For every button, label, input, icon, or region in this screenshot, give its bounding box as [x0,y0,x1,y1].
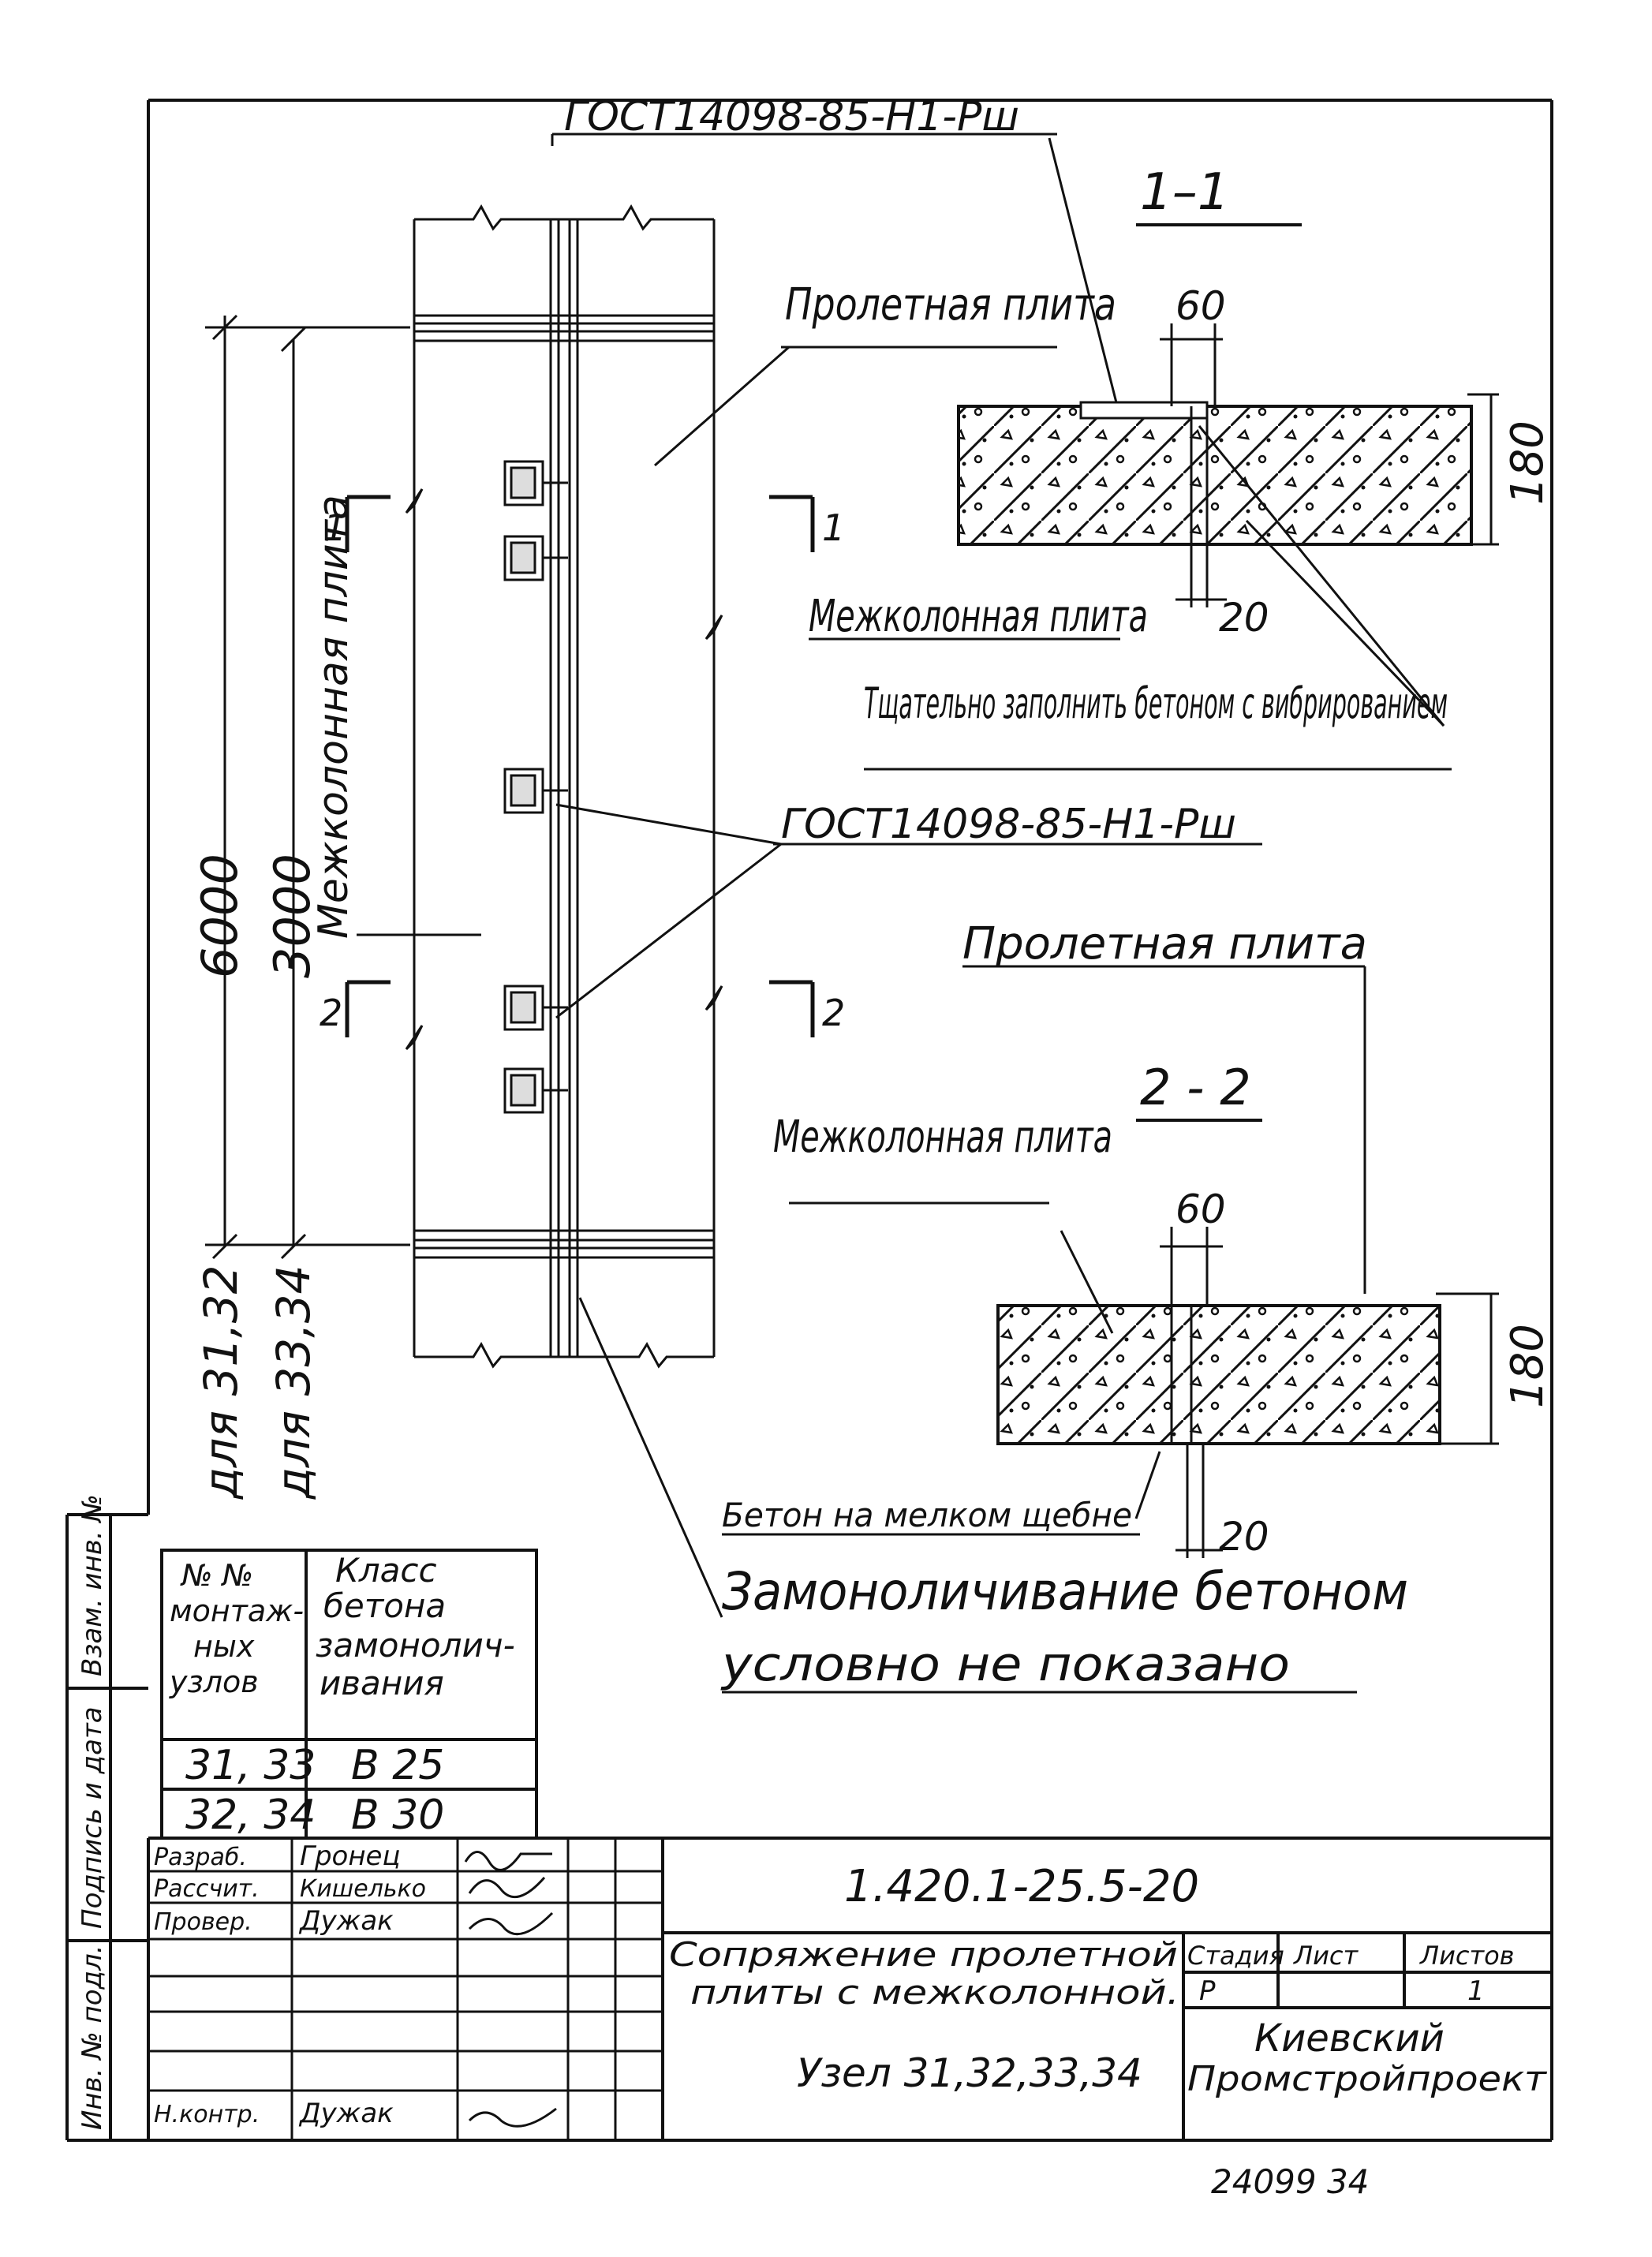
tb-role-3: Провер. [154,1908,252,1936]
class-table-header-class: Класс бетона замонолич- ивания [316,1551,525,1702]
section-1-joint: 20 [1219,595,1269,641]
tb-role-4: Н.контр. [154,2101,260,2128]
class-table-row1-class: В 25 [351,1742,444,1789]
section-mark-1-right: 1 [822,506,845,549]
leader-lines [551,133,1366,1294]
monolith-note-line2: условно не показано [720,1637,1290,1692]
class-table-header-nodes: № № монтаж- ных узлов [169,1558,313,1699]
tb-sheets-value: 1 [1467,1975,1485,2007]
section-mark-1-left: 1 [323,506,346,549]
signatures [464,1851,557,2128]
tb-role-2: Рассчит. [154,1875,260,1903]
side-stamp-inv-replace: Взам. инв. № [77,1494,108,1676]
tb-org-line1: Киевский [1254,2016,1445,2061]
dimension-lines [205,314,481,1260]
dim-3000: 3000 [263,854,321,978]
tb-code: 1.420.1-25.5-20 [844,1861,1199,1912]
section-2-drawing [789,1201,1499,1558]
section-2-width: 60 [1175,1186,1226,1232]
tb-name-2: Кишелько [300,1875,426,1903]
fill-note: Тщательно заполнить бетоном с вибрирован… [864,678,1448,728]
monolith-leader [578,1297,723,1618]
for-33-34: для 33,34 [267,1265,320,1500]
for-31-32: для 31,32 [194,1265,248,1500]
plan-intercolumn-slab: Межколонная плита [310,495,357,939]
archive-number: 24099 34 [1211,2162,1369,2201]
section-2-joint: 20 [1219,1514,1269,1560]
tb-stage-label: Стадия [1187,1941,1284,1971]
tb-role-1: Разраб. [154,1844,247,1871]
section-2-depth: 180 [1502,1324,1553,1408]
dim-6000: 6000 [191,854,249,978]
side-stamp-sign-date: Подпись и дата [77,1706,108,1929]
monolith-note-line1: Замоноличивание бетоном [722,1561,1408,1622]
fine-gravel-label: Бетон на мелком щебне [722,1496,1132,1534]
class-table-row2-nodes: 32, 34 [185,1792,316,1839]
span-slab-label-2: Пролетная плита [962,918,1367,970]
span-slab-label: Пролетная плита [785,279,1116,331]
embedded-plates [503,460,568,1114]
section-1-title: 1–1 [1140,163,1229,222]
tb-org-line2: Промстройпроект [1187,2059,1547,2099]
intercolumn-slab-label-1: Межколонная плита [809,591,1148,642]
side-stamp-inv-orig: Инв. № подл. [77,1945,108,2130]
tb-title-line2: плиты с межколонной. [690,1973,1179,2012]
section-1-width: 60 [1175,283,1226,329]
section-mark-2-right: 2 [822,992,845,1034]
class-table-row2-class: В 30 [351,1792,444,1839]
title-block-grid [147,1837,1552,2140]
tb-stage-value: Р [1199,1975,1216,2007]
gost-label-mid: ГОСТ14098-85-Н1-Рш [781,801,1236,848]
section-mark-2-left: 2 [320,992,342,1034]
tb-name-3: Дужак [298,1905,394,1937]
tb-name-4: Дужак [298,2098,394,2129]
drawing-frame [65,99,1553,2142]
tb-sheet-label: Лист [1293,1941,1359,1971]
side-stamp-grid [67,1515,148,2140]
section-markers [345,495,815,1037]
title-block-left-grid [148,1838,663,2140]
intercolumn-slab-label-2: Межколонная плита [773,1112,1112,1163]
tb-sheets-label: Листов [1419,1941,1515,1971]
plan-view [405,204,723,1369]
tb-title-line1: Сопряжение пролетной [669,1935,1178,1974]
tb-title-line3: Узел 31,32,33,34 [797,2050,1142,2096]
tb-name-1: Гронец [300,1840,401,1872]
section-1-drawing [957,323,1499,727]
section-1-depth: 180 [1502,420,1553,505]
class-table-row1-nodes: 31, 33 [185,1742,316,1789]
gost-label-top: ГОСТ14098-85-Н1-Рш [564,93,1019,140]
section-2-title: 2 - 2 [1140,1059,1251,1116]
